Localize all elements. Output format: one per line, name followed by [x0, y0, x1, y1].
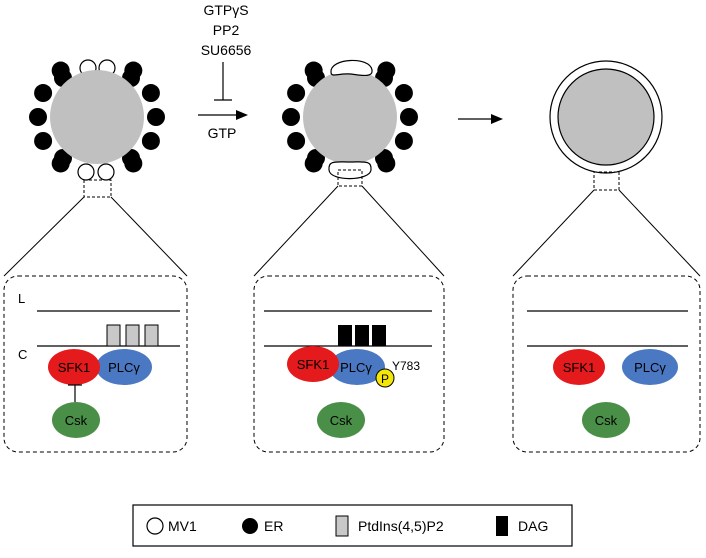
ptdins-lipid — [106, 324, 121, 347]
sfk1 — [287, 346, 339, 382]
nucleus — [557, 68, 655, 166]
dag-lipid — [372, 325, 386, 346]
fusing-vesicle-top — [330, 59, 373, 77]
panel-frame — [3, 275, 188, 453]
inhibitor-pp2: PP2 — [213, 22, 240, 38]
ptdins-lipid — [125, 324, 140, 347]
progress-arrow-head — [491, 114, 503, 124]
sfk1-label: SFK1 — [297, 357, 330, 372]
er-vesicle — [282, 108, 300, 126]
plc-gamma-label: PLCγ — [340, 360, 372, 375]
zoom-projection-lines — [3, 185, 701, 277]
er-vesicle — [400, 108, 418, 126]
cell-fusing — [282, 59, 418, 187]
er-vesicle — [34, 84, 53, 103]
er-vesicle — [141, 131, 160, 150]
mv1-legend-swatch — [146, 517, 164, 535]
sfk1-label: SFK1 — [563, 360, 596, 375]
csk-label: Csk — [330, 413, 353, 428]
sfk1-label: SFK1 — [58, 360, 91, 375]
ptdins-legend-swatch — [335, 515, 349, 537]
csk-label: Csk — [595, 413, 618, 428]
zoom-panel-enveloped: SFK1 PLCγ Csk — [512, 275, 701, 453]
dag-lipid — [355, 325, 369, 346]
csk — [52, 402, 100, 438]
dag-legend-label: DAG — [518, 518, 548, 534]
cytoplasm-label: C — [18, 347, 27, 362]
panel-frame — [512, 275, 701, 453]
er-vesicle — [141, 84, 160, 103]
er-vesicle — [287, 84, 306, 103]
zoom-region-box — [337, 169, 363, 187]
zoom-region-box — [593, 171, 620, 191]
er-legend-label: ER — [264, 518, 283, 534]
nucleus — [303, 70, 397, 164]
plc-gamma — [96, 349, 152, 385]
er-vesicle — [394, 84, 413, 103]
cell-initial — [29, 59, 165, 198]
mv1-vesicle — [77, 163, 95, 181]
cell-enveloped — [549, 60, 663, 191]
sfk1 — [48, 349, 100, 385]
phospho-site-label: Y783 — [392, 359, 420, 373]
inhibitor-block: GTPγS PP2 SU6656 GTP — [198, 2, 252, 141]
plc-gamma-label: PLCγ — [634, 360, 666, 375]
zoom-panel-fusing: SFK1 PLCγ P Y783 Csk — [253, 275, 445, 453]
dag-legend-swatch — [496, 516, 508, 536]
er-vesicle — [147, 108, 165, 126]
sfk1 — [553, 349, 605, 385]
mv1-legend-label: MV1 — [168, 518, 197, 534]
inhibitor-gtpgs: GTPγS — [203, 2, 248, 18]
ptdins-lipid — [144, 324, 159, 347]
mv1-vesicle — [97, 163, 115, 181]
plc-gamma — [329, 349, 385, 385]
er-vesicle — [287, 131, 306, 150]
zoom-panel-initial: L C SFK1 PLCγ Csk — [3, 275, 188, 453]
csk-label: Csk — [65, 413, 88, 428]
panel-frame — [253, 275, 445, 453]
er-vesicle — [394, 131, 413, 150]
plc-gamma-label: PLCγ — [108, 360, 140, 375]
lumen-label: L — [18, 291, 25, 306]
gtp-label: GTP — [208, 125, 237, 141]
dag-lipid — [338, 325, 352, 346]
cell-fusing-vesicles — [282, 61, 418, 173]
phospho-marker — [375, 368, 395, 388]
nucleus — [50, 70, 144, 164]
process-arrow-head — [236, 110, 248, 120]
inhibitor-su6656: SU6656 — [201, 42, 252, 58]
er-legend-swatch — [242, 518, 258, 534]
zoom-region-box — [83, 179, 112, 198]
er-vesicle — [29, 108, 47, 126]
legend: MV1 ER PtdIns(4,5)P2 DAG — [132, 504, 573, 547]
plc-gamma — [622, 349, 678, 385]
csk — [582, 402, 630, 438]
er-vesicle — [34, 131, 53, 150]
csk — [317, 402, 365, 438]
ptdins-legend-label: PtdIns(4,5)P2 — [358, 518, 444, 534]
phospho-label: P — [381, 372, 389, 386]
